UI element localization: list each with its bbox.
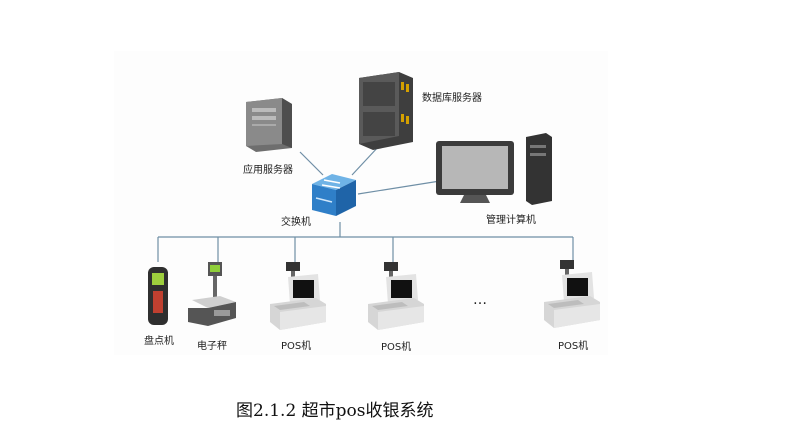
mgmt-computer-icon: [436, 133, 552, 205]
switch-label: 交换机: [281, 217, 311, 228]
db-server-icon: [359, 72, 413, 150]
scale-icon: [188, 262, 236, 326]
app-server-icon: [246, 98, 292, 152]
line-app-server: [299, 151, 324, 176]
figure-caption: 图2.1.2 超市pos收银系统: [236, 401, 434, 421]
ellipsis: …: [473, 292, 487, 308]
pos3-label: POS机: [558, 341, 589, 352]
inventory-device-icon: [148, 267, 168, 325]
db-server-label: 数据库服务器: [422, 93, 482, 104]
scale-label: 电子秤: [197, 341, 227, 352]
pos-terminal-icon: [544, 260, 600, 328]
line-mgmt-computer: [357, 180, 441, 195]
pos-terminal-icon: [270, 262, 326, 330]
pos-terminal-icon: [368, 262, 424, 330]
app-server-label: 应用服务器: [243, 165, 293, 176]
mgmt-computer-label: 管理计算机: [486, 215, 536, 226]
pos1-label: POS机: [281, 341, 312, 352]
pos2-label: POS机: [381, 342, 412, 353]
inventory-device-label: 盘点机: [144, 336, 174, 347]
line-db-server: [351, 145, 380, 176]
switch-icon: [312, 174, 356, 216]
